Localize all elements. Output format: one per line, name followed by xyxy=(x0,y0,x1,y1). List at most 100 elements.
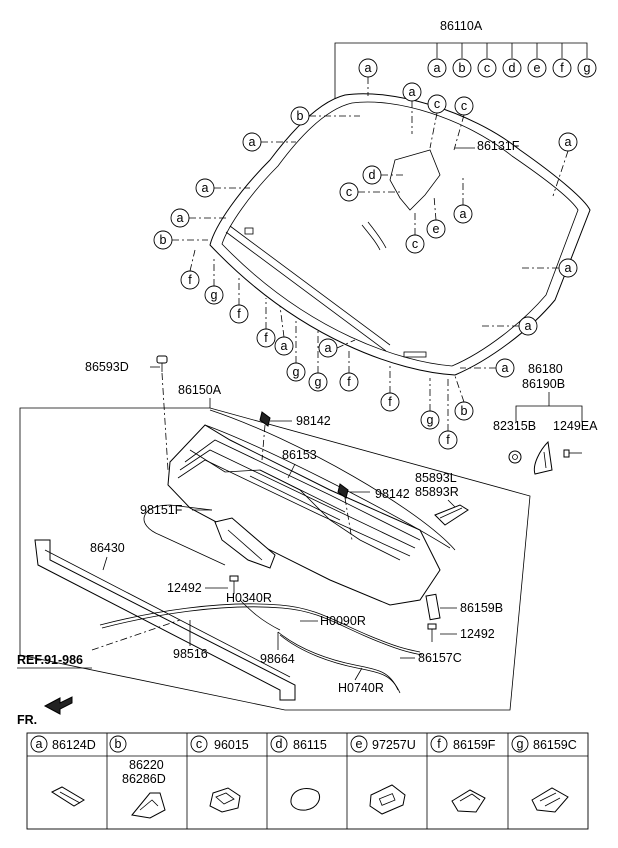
front-arrow-icon xyxy=(43,696,73,715)
callout-c: c xyxy=(405,234,425,254)
label-1249ea: 1249EA xyxy=(553,419,598,433)
svg-text:a: a xyxy=(177,211,184,225)
legend-icon-e xyxy=(369,784,406,815)
svg-text:c: c xyxy=(461,99,467,113)
svg-text:c: c xyxy=(346,185,352,199)
callout-g: g xyxy=(308,372,328,392)
grommet-part xyxy=(156,355,168,372)
callout-a: a xyxy=(402,82,422,102)
label-86190b: 86190B xyxy=(522,377,565,391)
label-86150a: 86150A xyxy=(178,383,222,397)
legend-part-g: 86159C xyxy=(533,738,577,752)
svg-text:f: f xyxy=(347,375,351,389)
callout-b: b xyxy=(290,106,310,126)
legend-part-c: 96015 xyxy=(214,738,249,752)
screw-12492-b-part xyxy=(427,623,437,642)
legend-part-b-1: 86220 xyxy=(129,758,164,772)
svg-text:a: a xyxy=(365,61,372,75)
label-98142-b: 98142 xyxy=(375,487,410,501)
label-85893l: 85893L xyxy=(415,471,457,485)
label-h0340r: H0340R xyxy=(226,591,272,605)
legend-part-b-2: 86286D xyxy=(122,772,166,786)
label-98516: 98516 xyxy=(173,647,208,661)
legend-letters: a b c d e f g xyxy=(30,735,529,753)
legend-icon-d xyxy=(290,788,320,811)
washer-hoses xyxy=(99,599,423,694)
label-98142-a: 98142 xyxy=(296,414,331,428)
svg-text:f: f xyxy=(437,737,441,751)
svg-text:b: b xyxy=(297,109,304,123)
legend-letter-a: a xyxy=(30,735,48,753)
svg-text:a: a xyxy=(434,61,441,75)
callout-g: g xyxy=(286,362,306,382)
svg-text:f: f xyxy=(560,61,564,75)
svg-text:c: c xyxy=(434,97,440,111)
callout-c: c xyxy=(427,94,447,114)
svg-text:a: a xyxy=(460,207,467,221)
svg-text:f: f xyxy=(388,395,392,409)
callout-a: a xyxy=(358,58,378,78)
svg-text:a: a xyxy=(502,361,509,375)
callout-f: f xyxy=(552,58,572,78)
callout-e: e xyxy=(527,58,547,78)
svg-text:c: c xyxy=(412,237,418,251)
svg-text:a: a xyxy=(325,341,332,355)
svg-text:a: a xyxy=(202,181,209,195)
callout-g: g xyxy=(204,285,224,305)
callout-d: d xyxy=(362,165,382,185)
callout-a: a xyxy=(495,358,515,378)
bracket-98151f-part xyxy=(214,517,276,569)
callout-c: c xyxy=(454,96,474,116)
callout-b: b xyxy=(454,401,474,421)
legend-table xyxy=(26,732,589,830)
svg-text:b: b xyxy=(459,61,466,75)
callout-f: f xyxy=(380,392,400,412)
label-86593d: 86593D xyxy=(85,360,129,374)
callout-a: a xyxy=(558,258,578,278)
callout-a: a xyxy=(274,336,294,356)
callout-d: d xyxy=(502,58,522,78)
svg-text:c: c xyxy=(484,61,490,75)
label-86430: 86430 xyxy=(90,541,125,555)
svg-text:b: b xyxy=(115,737,122,751)
garnish-part xyxy=(533,440,553,475)
svg-text:d: d xyxy=(276,737,283,751)
label-86180: 86180 xyxy=(528,362,563,376)
callout-f: f xyxy=(180,270,200,290)
svg-text:a: a xyxy=(565,261,572,275)
legend-icon-a xyxy=(50,786,85,807)
legend-letter-f: f xyxy=(430,735,448,753)
legend-letter-d: d xyxy=(270,735,288,753)
legend-part-a: 86124D xyxy=(52,738,96,752)
windshield-glass: 86131F xyxy=(209,93,591,376)
svg-text:g: g xyxy=(517,737,524,751)
label-12492-b: 12492 xyxy=(460,627,495,641)
callout-a: a xyxy=(242,132,262,152)
callout-c: c xyxy=(477,58,497,78)
front-direction-label: FR. xyxy=(17,713,37,727)
svg-text:b: b xyxy=(160,233,167,247)
callout-a: a xyxy=(453,204,473,224)
svg-text:e: e xyxy=(534,61,541,75)
callout-f: f xyxy=(256,328,276,348)
label-h0740r: H0740R xyxy=(338,681,384,695)
svg-text:b: b xyxy=(461,404,468,418)
callout-f: f xyxy=(438,430,458,450)
svg-text:a: a xyxy=(249,135,256,149)
svg-text:c: c xyxy=(196,737,202,751)
callout-f: f xyxy=(229,304,249,324)
callout-e: e xyxy=(426,219,446,239)
legend-icon-b xyxy=(131,792,166,819)
ref-label: REF.91-986 xyxy=(17,653,83,667)
clip-98142-b-part xyxy=(337,483,349,499)
svg-text:g: g xyxy=(584,61,591,75)
legend-part-numbers: 86124D 86220 86286D 96015 86115 97257U 8… xyxy=(52,738,577,786)
legend-part-e: 97257U xyxy=(372,738,416,752)
svg-text:f: f xyxy=(237,307,241,321)
label-85893r: 85893R xyxy=(415,485,459,499)
svg-text:e: e xyxy=(356,737,363,751)
leader-lines xyxy=(172,77,569,431)
clip-98142-a-part xyxy=(259,411,271,427)
callout-a: a xyxy=(318,338,338,358)
